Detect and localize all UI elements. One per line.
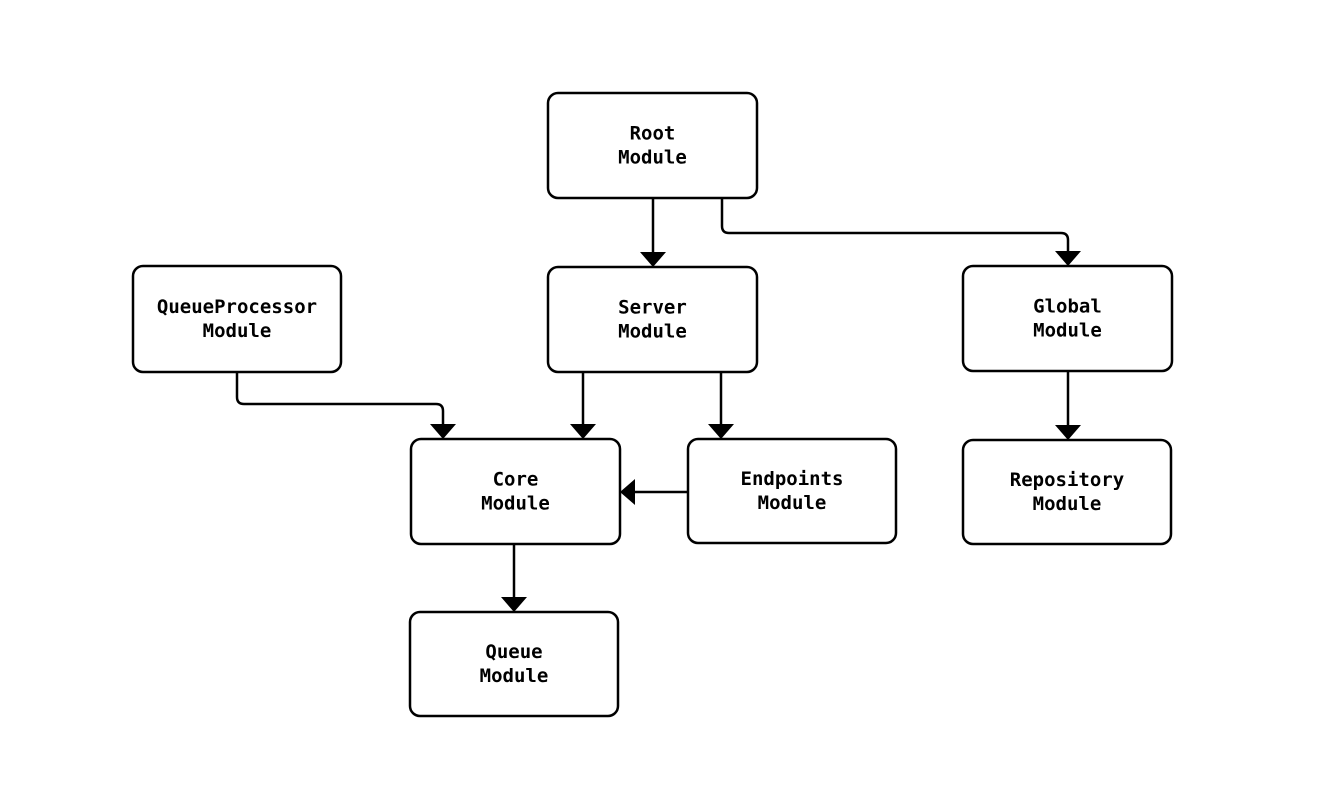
node-box [409,437,622,546]
node-box [961,264,1174,373]
edge-root-to-global [720,196,1081,266]
edge-root-to-server [640,196,666,267]
edge-global-to-repository [1055,369,1081,440]
node-box [961,438,1173,546]
node-box [131,264,343,374]
arrowhead-icon [501,597,527,612]
edges-layer [235,196,1081,612]
arrowhead-icon [620,479,635,505]
arrowhead-icon [708,424,734,439]
edge-line [720,196,1070,253]
arrowhead-icon [1055,251,1081,266]
node-box [408,610,620,718]
node-box [546,91,759,200]
edge-server-to-endpoints [708,370,734,439]
edge-line [235,370,445,426]
arrowhead-icon [570,424,596,439]
arrowhead-icon [1055,425,1081,440]
edge-core-to-queue [501,542,527,612]
edge-queueprocessor-to-core [235,370,456,439]
arrowhead-icon [430,424,456,439]
node-box [546,265,759,374]
arrowhead-icon [640,252,666,267]
edge-endpoints-to-core [620,479,690,505]
edge-server-to-core [570,370,596,439]
node-box [686,437,898,545]
